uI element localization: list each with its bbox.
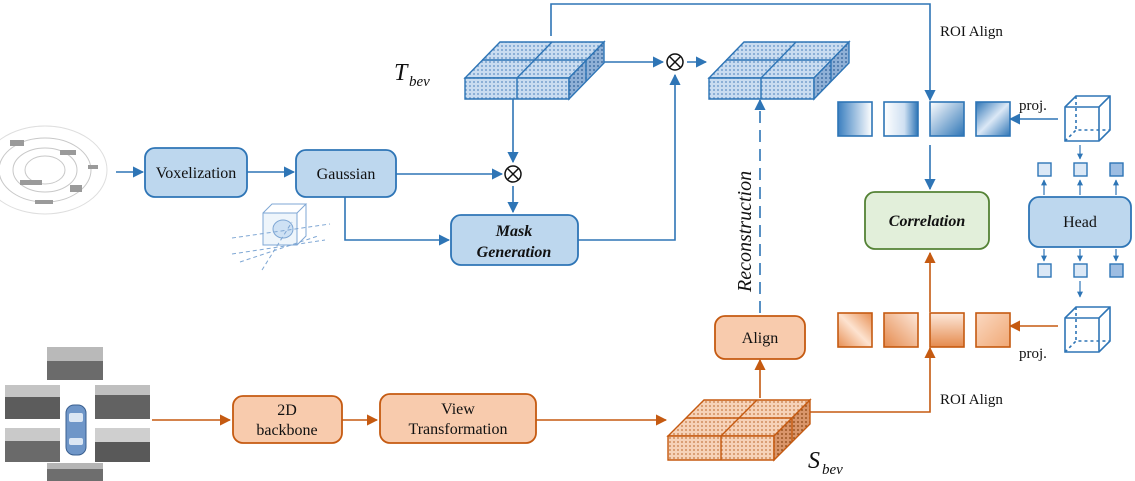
gaussian-box: Gaussian [295, 149, 397, 198]
multi-camera-images [5, 347, 150, 481]
align-box: Align [714, 315, 806, 360]
reconstructed-bev-feature-block [707, 40, 851, 101]
student-roi-features [837, 312, 1011, 348]
voxelization-box: Voxelization [144, 147, 248, 198]
teacher-roi-feature [883, 101, 919, 137]
voxelization-label: Voxelization [156, 165, 237, 182]
head-box: Head [1028, 196, 1132, 248]
view-transformation-box: View Transformation [379, 393, 537, 444]
proj-top-label: proj. [1019, 98, 1047, 114]
s-bev-subscript: bev [822, 462, 843, 478]
teacher-roi-feature [975, 101, 1011, 137]
view-transformation-label-line1: View [441, 401, 475, 418]
t-bev-subscript: bev [409, 74, 430, 90]
backbone-box: 2D backbone [232, 395, 343, 444]
roi-align-top-label: ROI Align [940, 24, 1003, 40]
student-roi-feature [837, 312, 873, 348]
head-output-squares [1037, 145, 1124, 298]
mask-generation-box: Mask Generation [450, 214, 579, 266]
blue-connections [116, 3, 1058, 313]
reconstruction-label: Reconstruction [734, 171, 756, 293]
proj-bottom-label: proj. [1019, 346, 1047, 362]
backbone-label-line2: backbone [256, 422, 317, 439]
teacher-roi-features [837, 101, 1011, 137]
3d-box-icon-top [1064, 95, 1111, 142]
s-bev-feature-block [666, 398, 812, 462]
mask-generation-label-line1: Mask [495, 223, 532, 240]
correlation-label: Correlation [889, 213, 966, 230]
s-bev-label: S bev [808, 448, 843, 478]
roi-align-bottom-label: ROI Align [940, 392, 1003, 408]
teacher-roi-feature [929, 101, 965, 137]
3d-box-icon-bottom [1064, 306, 1111, 353]
multiply-operator-mask [504, 165, 522, 183]
s-bev-main: S [808, 448, 820, 474]
orange-connections [152, 251, 1058, 426]
mask-generation-label-line2: Generation [477, 244, 552, 261]
t-bev-feature-block [463, 40, 606, 101]
multiply-operator-top [666, 53, 684, 71]
correlation-box: Correlation [864, 191, 990, 250]
gaussian-voxel-sketch [231, 203, 331, 271]
student-roi-feature [883, 312, 919, 348]
t-bev-main: T [394, 60, 409, 86]
head-label: Head [1063, 214, 1097, 231]
student-roi-feature [975, 312, 1011, 348]
view-transformation-label-line2: Transformation [409, 421, 508, 438]
t-bev-label: T bev [394, 60, 430, 90]
align-label: Align [742, 330, 778, 347]
backbone-label-line1: 2D [277, 402, 297, 419]
gaussian-label: Gaussian [317, 166, 376, 183]
student-roi-feature [929, 312, 965, 348]
teacher-roi-feature [837, 101, 873, 137]
lidar-point-cloud-image [0, 123, 116, 223]
